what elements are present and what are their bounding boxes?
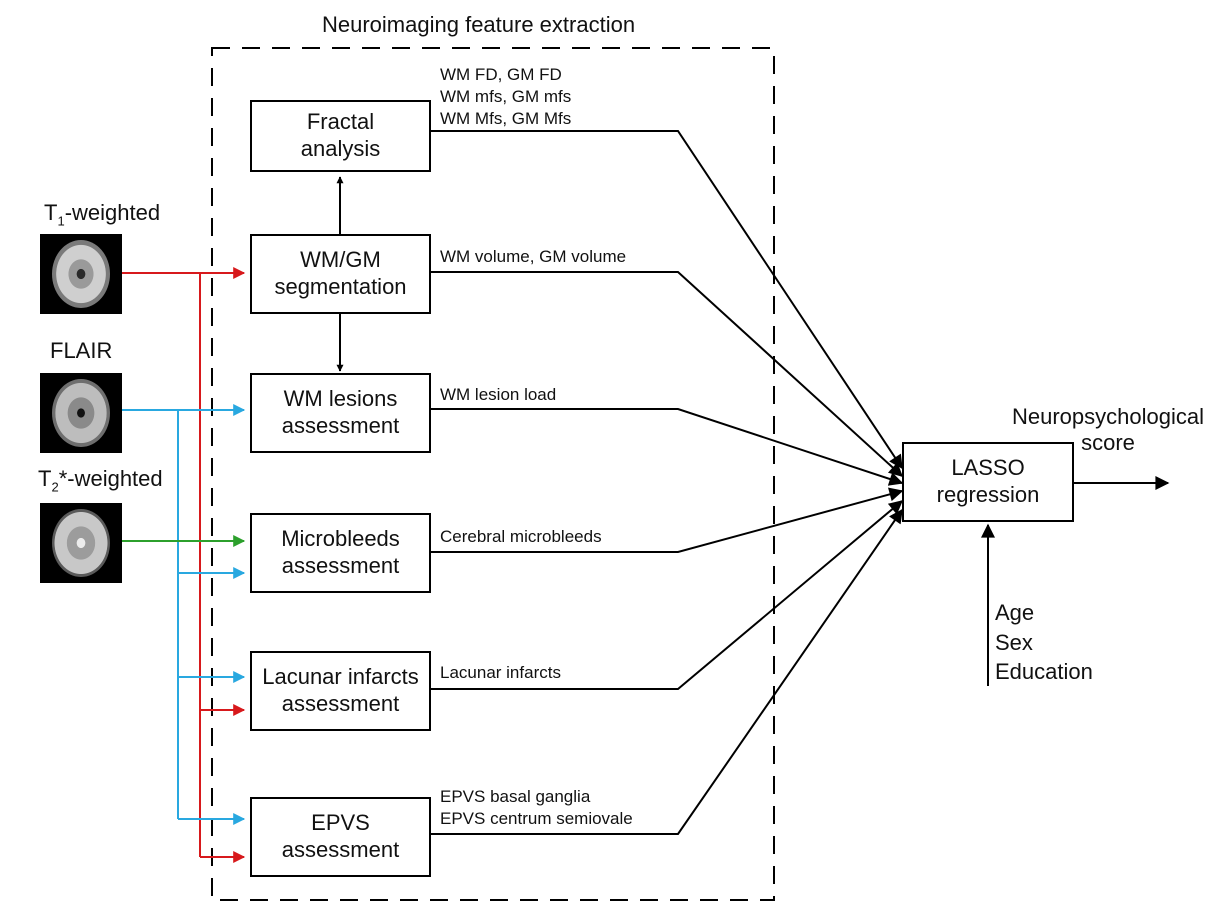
epvs-features-label: EPVS basal ganglia EPVS centrum semioval…: [440, 787, 633, 828]
t1-brain-image: [52, 240, 110, 308]
t1-brain-scan-icon: [40, 234, 122, 314]
diagram-title: Neuroimaging feature extraction: [322, 12, 636, 37]
flair-brain-image: [52, 379, 110, 447]
t2-brain-image: [52, 509, 110, 577]
flair-connectors: [122, 404, 246, 825]
t2-star-brain-scan-icon: [40, 503, 122, 583]
extraction-frame: [211, 47, 775, 901]
t1-weighted-label: T1-weighted: [44, 200, 161, 229]
flair-label: FLAIR: [50, 338, 113, 363]
t2-star-weighted-label: T2*-weighted: [38, 466, 163, 495]
volume-features-label: WM volume, GM volume: [440, 247, 627, 266]
covariates-list: Age Sex Education: [995, 600, 1093, 685]
microbleeds-feature-label: Cerebral microbleeds: [440, 527, 602, 546]
lacunar-feature-label: Lacunar infarcts: [440, 663, 561, 682]
fractal-features-label: WM FD, GM FD WM mfs, GM mfs WM Mfs, GM M…: [440, 65, 572, 128]
feature-connectors: [431, 130, 904, 835]
output-label: Neuropsychological score: [1012, 404, 1204, 456]
t1-connectors: [122, 267, 246, 863]
flair-brain-scan-icon: [40, 373, 122, 453]
lesion-load-label: WM lesion load: [440, 385, 557, 404]
